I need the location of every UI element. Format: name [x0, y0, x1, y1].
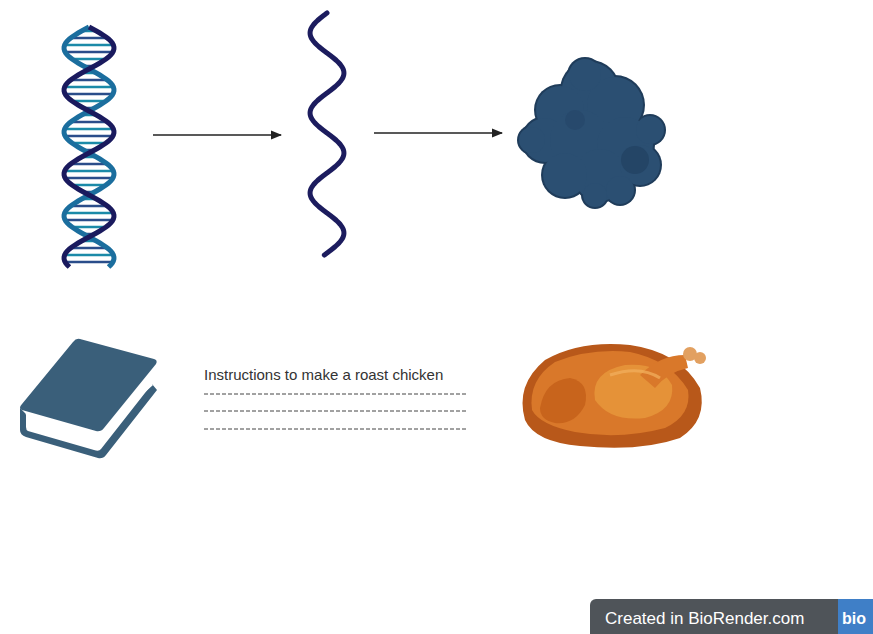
base-pair	[65, 86, 114, 89]
base-pair	[65, 135, 113, 138]
base-pair	[65, 219, 113, 222]
base-pair	[65, 51, 113, 54]
protein-blob	[517, 57, 666, 209]
watermark-badge	[590, 599, 873, 634]
base-pair	[65, 128, 114, 131]
arrow	[153, 134, 281, 136]
base-pair	[65, 254, 114, 257]
base-pair	[65, 170, 114, 173]
mrna-strand	[310, 13, 344, 255]
roast-chicken	[523, 344, 707, 448]
logo-text: bio	[842, 609, 866, 628]
book-icon	[20, 339, 157, 458]
dashed-text-lines	[204, 394, 468, 429]
base-pair	[65, 177, 113, 180]
instruction-heading: Instructions to make a roast chicken	[204, 366, 443, 384]
base-pair	[65, 212, 114, 215]
base-pair	[65, 261, 113, 264]
arrow	[374, 132, 502, 134]
base-pair	[65, 93, 113, 96]
backbone-strand	[64, 27, 114, 267]
dna-double-helix	[64, 27, 114, 267]
base-pair	[65, 44, 114, 47]
watermark-text: Created in BioRender.com	[605, 609, 804, 629]
backbone-strand	[64, 27, 114, 267]
